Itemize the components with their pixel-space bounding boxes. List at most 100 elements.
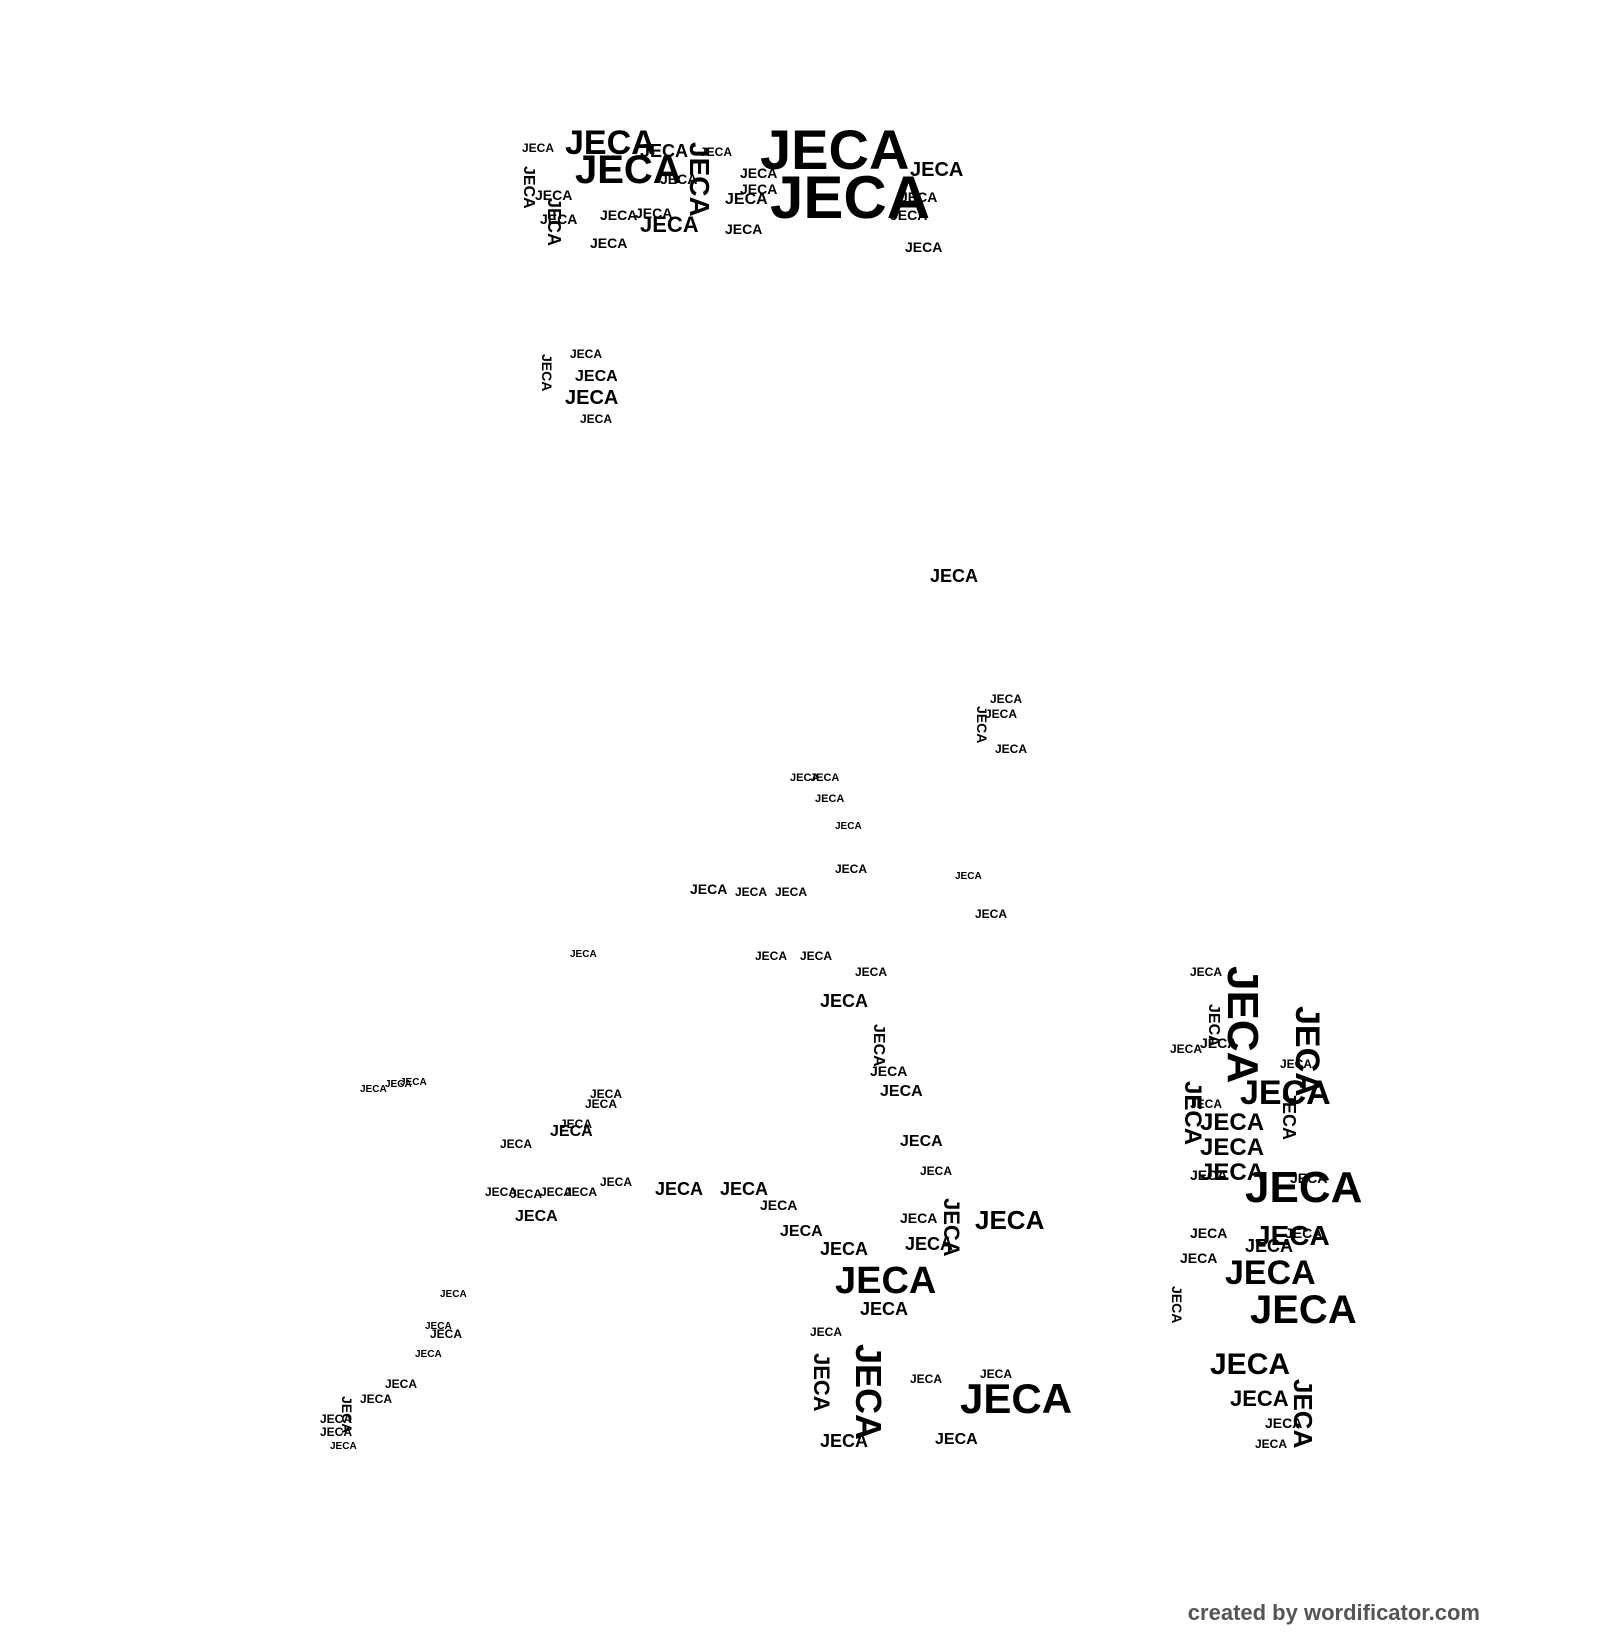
- cloud-word: JECA: [1190, 1225, 1228, 1241]
- cloud-word: JECA: [880, 1083, 923, 1100]
- cloud-word: JECA: [1200, 1035, 1238, 1051]
- cloud-word: JECA: [960, 1375, 1073, 1422]
- cloud-word: JECA: [735, 885, 768, 899]
- cloud-word: JECA: [539, 354, 555, 392]
- cloud-word: JECA: [440, 1289, 467, 1300]
- credit-text: created by wordificator.com: [1187, 1600, 1480, 1625]
- cloud-word: JECA: [330, 1441, 357, 1452]
- cloud-word: JECA: [425, 1321, 452, 1332]
- cloud-word: JECA: [590, 1087, 623, 1101]
- cloud-word: JECA: [775, 885, 808, 899]
- cloud-word: JECA: [565, 387, 619, 409]
- cloud-word: JECA: [1200, 1159, 1265, 1186]
- cloud-word: JECA: [900, 189, 938, 205]
- cloud-word: JECA: [760, 118, 910, 181]
- cloud-word: JECA: [1288, 1379, 1318, 1449]
- cloud-word: JECA: [835, 1260, 937, 1302]
- cloud-word: JECA: [520, 166, 537, 209]
- cloud-word: JECA: [570, 347, 603, 361]
- cloud-word: JECA: [820, 991, 869, 1011]
- cloud-word: JECA: [740, 181, 778, 197]
- cloud-word: JECA: [585, 1097, 618, 1111]
- cloud-word: JECA: [740, 165, 778, 181]
- cloud-word: JECA: [385, 1377, 418, 1391]
- cloud-word: JECA: [810, 772, 840, 784]
- cloud-word: JECA: [910, 159, 964, 181]
- cloud-word: JECA: [1285, 1225, 1323, 1241]
- cloud-word: JECA: [1200, 1109, 1265, 1136]
- cloud-word: JECA: [990, 692, 1023, 706]
- cloud-word: JECA: [1265, 1415, 1303, 1431]
- cloud-word: JECA: [575, 148, 682, 192]
- cloud-word: JECA: [900, 1210, 938, 1226]
- cloud-word: JECA: [810, 1325, 843, 1339]
- cloud-word: JECA: [535, 187, 573, 203]
- cloud-word: JECA: [820, 1431, 869, 1451]
- cloud-word: JECA: [755, 949, 788, 963]
- cloud-word: JECA: [1210, 1348, 1291, 1381]
- cloud-word: JECA: [980, 1367, 1013, 1381]
- cloud-word: JECA: [600, 207, 638, 223]
- cloud-word: JECA: [400, 1077, 427, 1088]
- cloud-word: JECA: [565, 1185, 598, 1199]
- cloud-word: JECA: [800, 949, 833, 963]
- cloud-word: JECA: [1190, 965, 1223, 979]
- cloud-word: JECA: [905, 239, 943, 255]
- cloud-word: JECA: [550, 1123, 593, 1140]
- cloud-word: JECA: [1180, 1250, 1218, 1266]
- cloud-word: JECA: [975, 1205, 1045, 1235]
- cloud-word: JECA: [700, 145, 733, 159]
- cloud-word: JECA: [580, 412, 613, 426]
- cloud-word: JECA: [955, 871, 982, 882]
- cloud-word: JECA: [974, 706, 990, 744]
- cloud-word: JECA: [848, 1344, 889, 1441]
- cloud-word: JECA: [1190, 1097, 1223, 1111]
- cloud-word: JECA: [320, 1425, 353, 1439]
- cloud-word: JECA: [910, 1372, 943, 1386]
- cloud-word: JECA: [640, 141, 689, 161]
- cloud-word: JECA: [995, 742, 1028, 756]
- cloud-word: JECA: [570, 949, 597, 960]
- cloud-word: JECA: [515, 1208, 558, 1225]
- cloud-word: JECA: [1190, 1167, 1228, 1183]
- cloud-word: JECA: [725, 221, 763, 237]
- cloud-word: JECA: [985, 707, 1018, 721]
- cloud-word: JECA: [815, 793, 845, 805]
- cloud-word: JECA: [540, 211, 578, 227]
- cloud-word: JECA: [930, 566, 979, 586]
- cloud-word: JECA: [1280, 1057, 1313, 1071]
- cloud-word: JECA: [590, 235, 628, 251]
- cloud-word: JECA: [655, 1179, 704, 1199]
- cloud-word: JECA: [870, 1024, 887, 1067]
- cloud-word: JECA: [415, 1349, 442, 1360]
- cloud-word: JECA: [1279, 1092, 1299, 1141]
- cloud-word: JECA: [760, 1197, 798, 1213]
- cloud-word: JECA: [385, 1079, 412, 1090]
- cloud-word: JECA: [725, 191, 768, 208]
- cloud-word: JECA: [1225, 1254, 1316, 1292]
- cloud-word: JECA: [1255, 1220, 1330, 1251]
- cloud-word: JECA: [1290, 1170, 1328, 1186]
- cloud-word: JECA: [360, 1392, 393, 1406]
- cloud-word: JECA: [900, 1133, 943, 1150]
- cloud-word: JECA: [905, 1234, 954, 1254]
- cloud-word: JECA: [485, 1185, 518, 1199]
- cloud-word: JECA: [635, 205, 673, 221]
- cloud-word: JECA: [1200, 1134, 1265, 1161]
- cloud-word: JECA: [809, 1353, 834, 1412]
- cloud-word: JECA: [360, 1084, 387, 1095]
- cloud-word: JECA: [640, 212, 699, 237]
- cloud-word: JECA: [870, 1063, 908, 1079]
- cloud-word: JECA: [790, 772, 820, 784]
- cloud-word: JECA: [780, 1223, 823, 1240]
- cloud-word: JECA: [500, 1137, 533, 1151]
- cloud-word: JECA: [1230, 1386, 1289, 1411]
- cloud-word: JECA: [690, 881, 728, 897]
- cloud-word: JECA: [544, 198, 564, 247]
- cloud-word: JECA: [975, 907, 1008, 921]
- cloud-word: JECA: [1250, 1288, 1357, 1332]
- cloud-word: JECA: [1179, 1081, 1206, 1146]
- cloud-word: JECA: [1255, 1437, 1288, 1451]
- cloud-word: JECA: [1218, 966, 1267, 1084]
